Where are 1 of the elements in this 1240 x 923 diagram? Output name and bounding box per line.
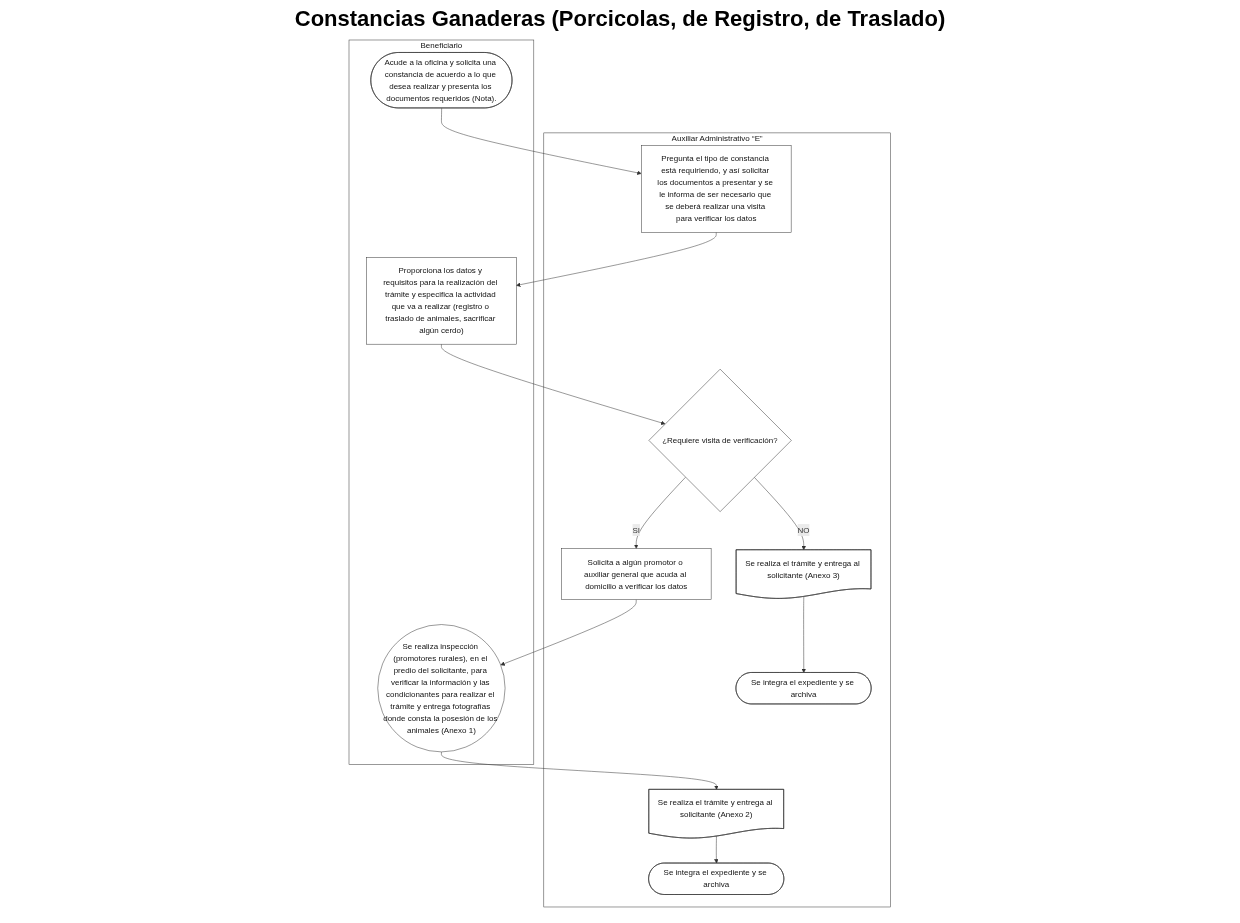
diagram-title: Constancias Ganaderas (Porcicolas, de Registro, de Traslado): [293, 6, 947, 32]
